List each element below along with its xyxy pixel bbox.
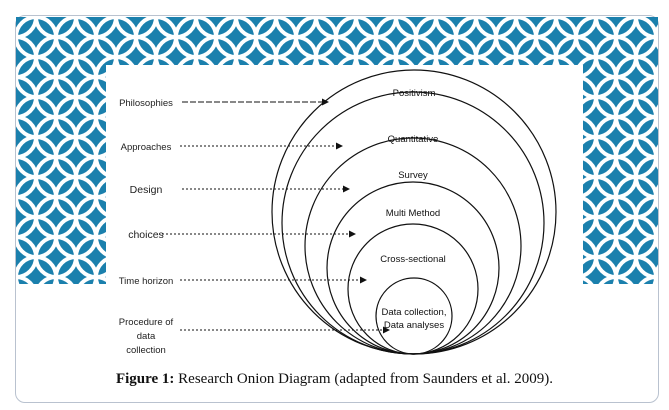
category-label: Approaches xyxy=(121,142,172,153)
choice-label: Multi Method xyxy=(386,208,440,219)
category-label: Philosophies xyxy=(119,98,173,109)
choice-label: Positivism xyxy=(393,88,436,99)
category-label: data xyxy=(137,331,156,342)
decorative-background xyxy=(16,17,658,371)
choice-label: Data collection, xyxy=(382,307,447,318)
choice-label: Cross-sectional xyxy=(380,254,445,265)
category-label: Time horizon xyxy=(119,276,174,287)
onion-rings xyxy=(271,69,557,355)
category-label: Design xyxy=(130,184,163,196)
choice-label: Survey xyxy=(398,170,428,181)
choice-label: Data analyses xyxy=(384,320,444,331)
category-label: Procedure of xyxy=(119,317,174,328)
caption-text: Research Onion Diagram (adapted from Sau… xyxy=(174,371,554,387)
dotted-connectors xyxy=(162,98,390,334)
onion-ring-6 xyxy=(375,277,453,355)
caption-label: Figure 1: xyxy=(115,371,175,387)
figure-caption: Figure 1: Research Onion Diagram (adapte… xyxy=(0,371,669,388)
category-label: choices xyxy=(128,229,164,241)
category-label: collection xyxy=(126,345,166,356)
choice-label: Quantitative xyxy=(388,134,439,145)
